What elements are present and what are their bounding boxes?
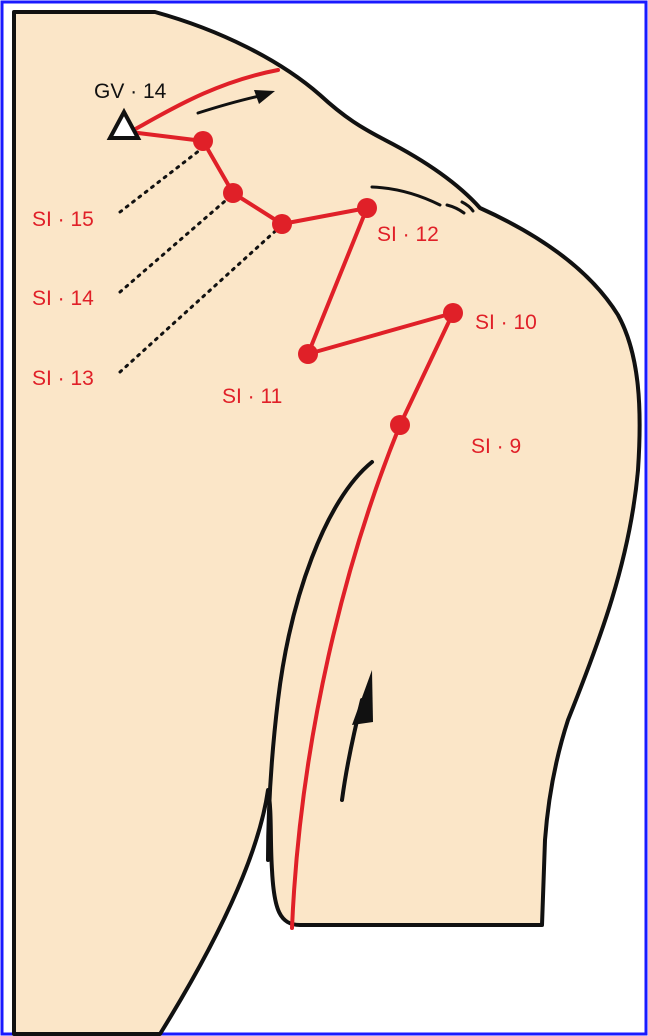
point-si9-dot bbox=[390, 415, 410, 435]
label-si12: SI · 12 bbox=[377, 223, 439, 246]
point-si15-dot bbox=[193, 131, 213, 151]
point-si12-dot bbox=[357, 198, 377, 218]
label-si11: SI · 11 bbox=[222, 385, 282, 408]
point-si11-dot bbox=[298, 344, 318, 364]
label-si13: SI · 13 bbox=[32, 367, 94, 390]
label-si9: SI · 9 bbox=[471, 435, 521, 458]
label-si14: SI · 14 bbox=[32, 287, 94, 310]
label-gv14: GV · 14 bbox=[94, 80, 167, 103]
point-si13-dot bbox=[272, 214, 292, 234]
label-si15: SI · 15 bbox=[32, 208, 94, 231]
label-si10: SI · 10 bbox=[475, 311, 537, 334]
point-si14-dot bbox=[223, 183, 243, 203]
point-si10-dot bbox=[443, 303, 463, 323]
